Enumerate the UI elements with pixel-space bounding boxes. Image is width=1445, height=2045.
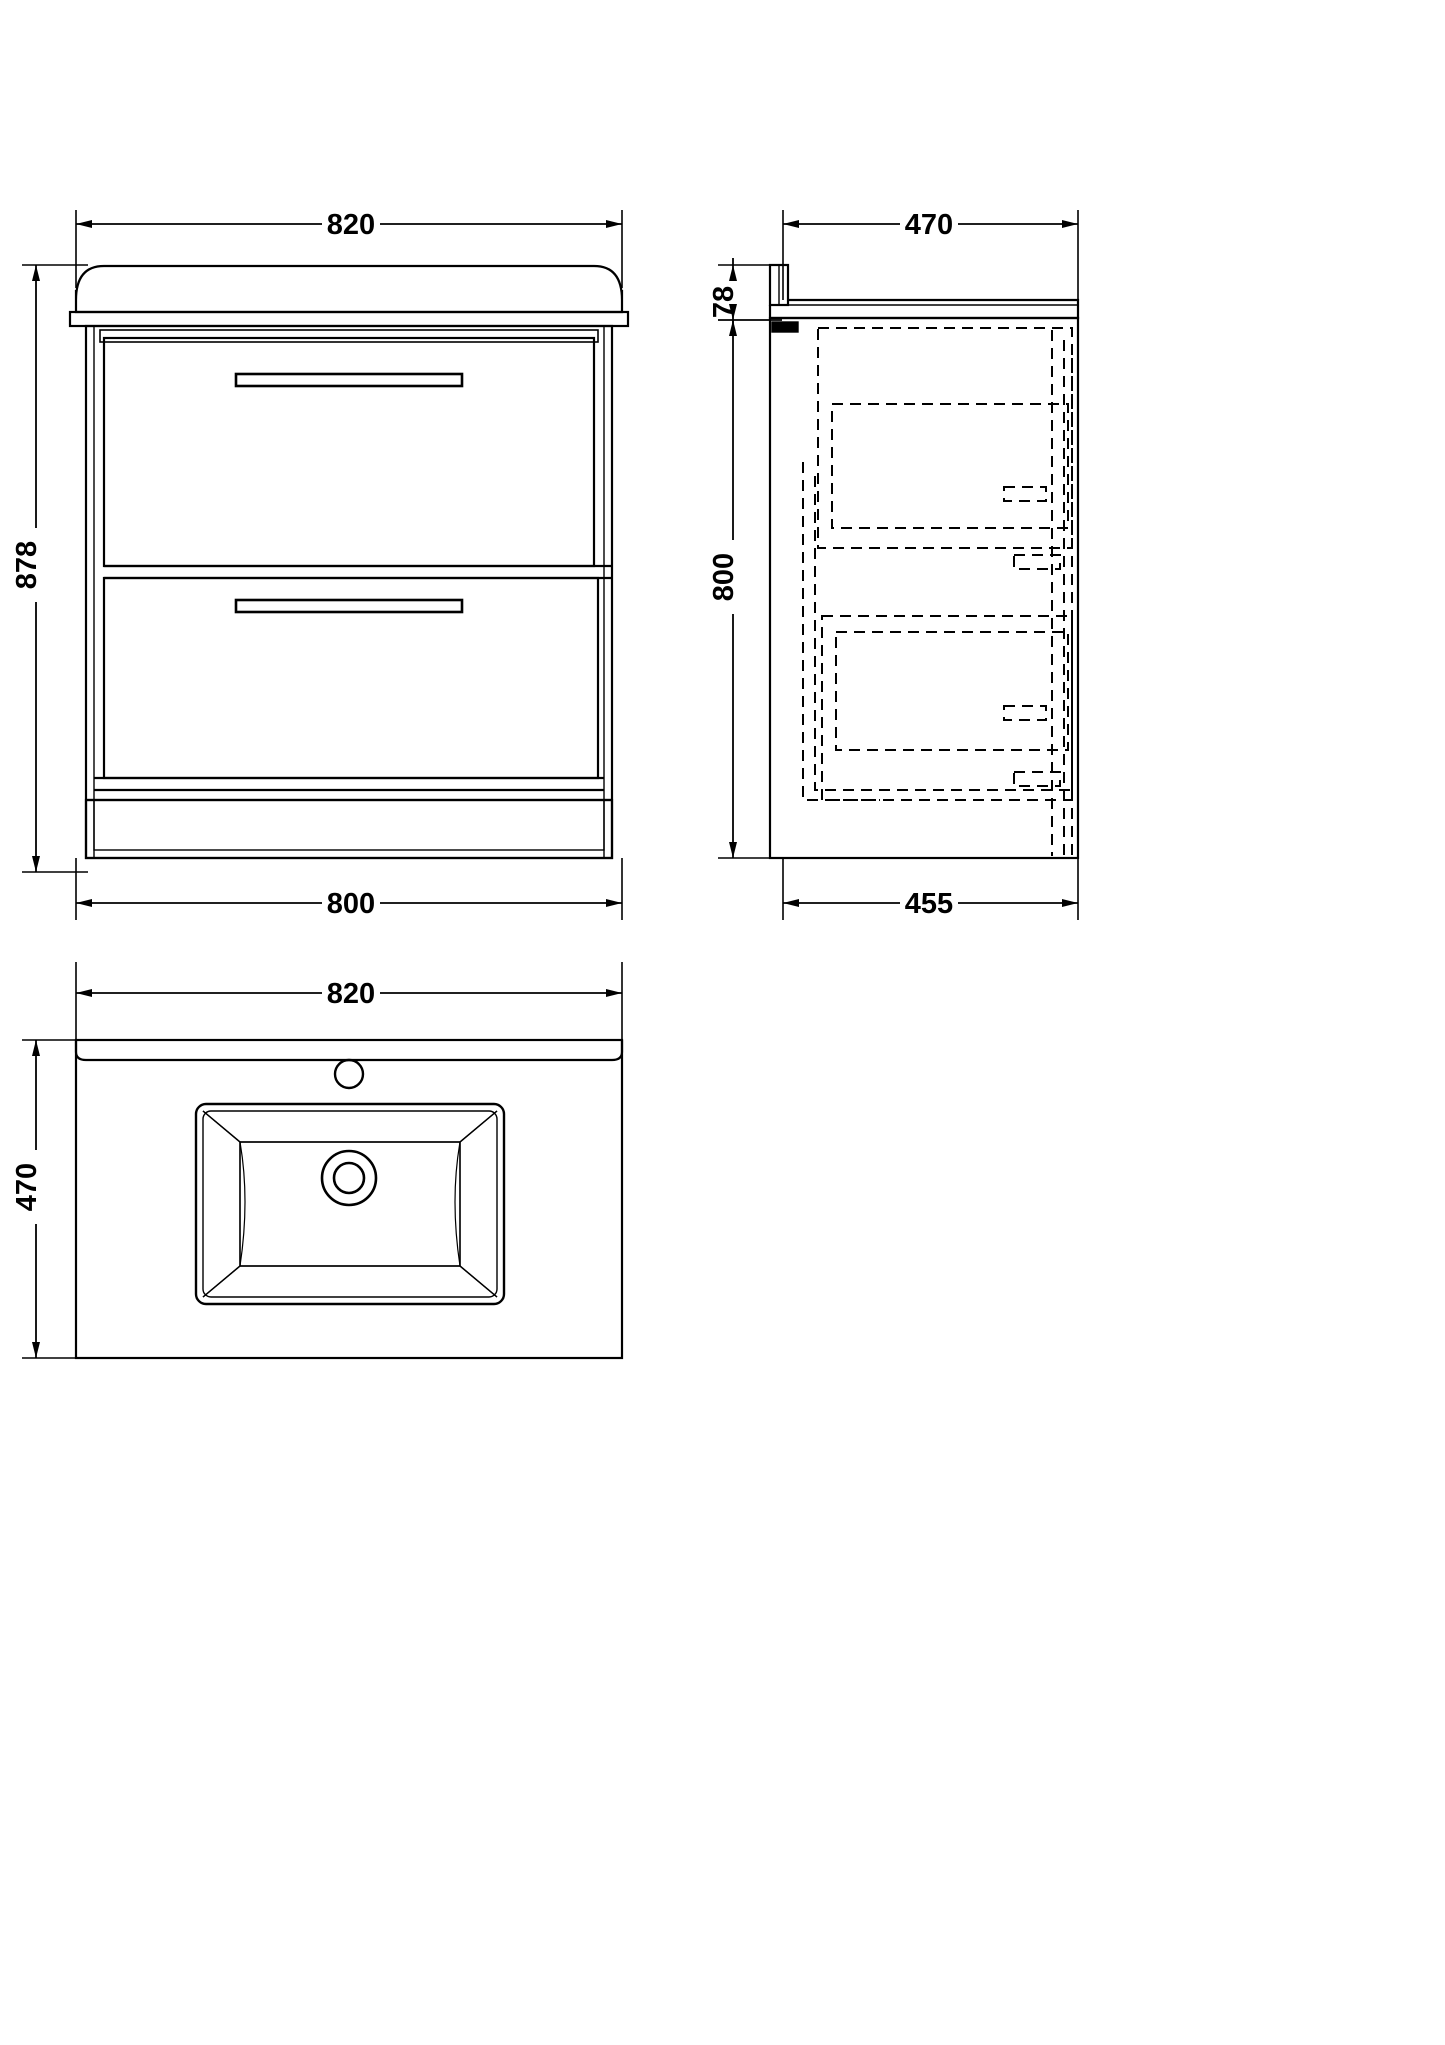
front-bottom-rail [86, 776, 612, 802]
plan-waste-outlet [320, 1149, 378, 1207]
side-elevation-view: 470 78 800 [708, 209, 1080, 920]
side-basin-profile [768, 263, 1080, 320]
dimension-side-base-depth-455: 455 [782, 858, 1079, 920]
front-lower-drawer [102, 576, 600, 780]
dimension-label-side-depth: 470 [905, 209, 953, 241]
dimension-label-plan-width: 820 [327, 978, 375, 1010]
lower-drawer-handle[interactable] [234, 598, 464, 614]
dimension-label-side-base-depth: 455 [905, 888, 953, 920]
side-cabinet-carcass [768, 316, 1080, 860]
side-upper-handle-section [771, 321, 799, 333]
dimension-plan-depth-470: 470 [11, 1039, 88, 1359]
dimension-label-front-base-width: 800 [327, 888, 375, 920]
dimension-side-cabinet-height-800: 800 [708, 319, 782, 859]
front-basin-top [68, 264, 630, 328]
dimension-label-front-height: 878 [11, 541, 43, 589]
dimension-front-base-width-800: 800 [75, 858, 623, 920]
dimension-label-side-cabinet-height: 800 [708, 553, 740, 601]
dimension-label-plan-depth: 470 [11, 1163, 43, 1211]
dimension-plan-width-820: 820 [75, 962, 623, 1040]
dimension-side-depth-470: 470 [782, 209, 1079, 300]
dimension-front-width-820: 820 [75, 209, 623, 288]
dimension-label-side-basin-height: 78 [708, 286, 740, 318]
front-drawer-divider [104, 564, 612, 580]
front-plinth [84, 798, 614, 860]
upper-drawer-handle[interactable] [234, 372, 464, 388]
side-hidden-internals [802, 327, 1073, 856]
plan-view: 820 470 [11, 962, 624, 1360]
plan-basin-bowl [194, 1102, 506, 1306]
plan-tap-hole [333, 1058, 365, 1090]
dimension-front-height-878: 878 [11, 264, 88, 873]
dimension-label-front-width: 820 [327, 209, 375, 241]
front-upper-drawer [99, 329, 599, 568]
front-elevation-view: 820 878 [11, 209, 630, 920]
